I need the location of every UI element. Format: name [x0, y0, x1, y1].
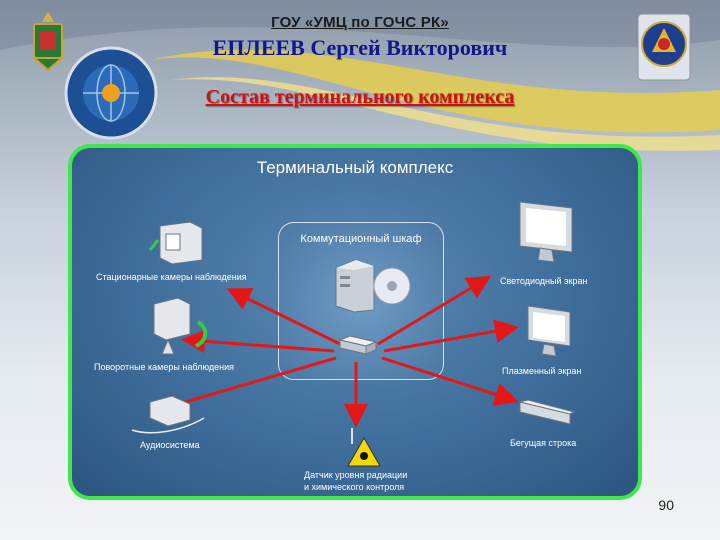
- audio-system-icon: [130, 392, 214, 438]
- organization-title: ГОУ «УМЦ по ГОЧС РК»: [0, 14, 720, 31]
- led-screen-icon: [516, 198, 578, 266]
- plasma-screen-icon: [524, 302, 574, 358]
- ptz-cameras-label: Поворотные камеры наблюдения: [94, 362, 234, 372]
- ticker-icon: [516, 398, 574, 426]
- ptz-camera-icon: [148, 294, 212, 356]
- fixed-cameras-label: Стационарные камеры наблюдения: [96, 272, 247, 282]
- server-icon: [334, 256, 414, 312]
- sensor-label-line1: Датчик уровня радиации: [304, 470, 407, 480]
- led-screen-label: Светодиодный экран: [500, 276, 588, 286]
- network-switch-icon: [338, 334, 378, 356]
- arrow-to-plasma-screen: [384, 328, 513, 351]
- ticker-label: Бегущая строка: [510, 438, 576, 448]
- author-name: ЕПЛЕЕВ Сергей Викторович: [0, 35, 720, 61]
- page-number: 90: [658, 497, 674, 513]
- arrow-to-fixed-cameras: [232, 291, 342, 345]
- slide-title: Состав терминального комплекса: [0, 86, 720, 109]
- arrow-to-ticker: [382, 358, 513, 400]
- terminal-complex-panel: Терминальный комплекс Коммутационный шка…: [68, 144, 642, 500]
- fixed-camera-icon: [150, 220, 206, 266]
- radiation-sensor-icon: [342, 426, 382, 468]
- plasma-screen-label: Плазменный экран: [502, 366, 581, 376]
- sensor-label-line2: и химического контроля: [304, 482, 404, 492]
- audio-system-label: Аудиосистема: [140, 440, 200, 450]
